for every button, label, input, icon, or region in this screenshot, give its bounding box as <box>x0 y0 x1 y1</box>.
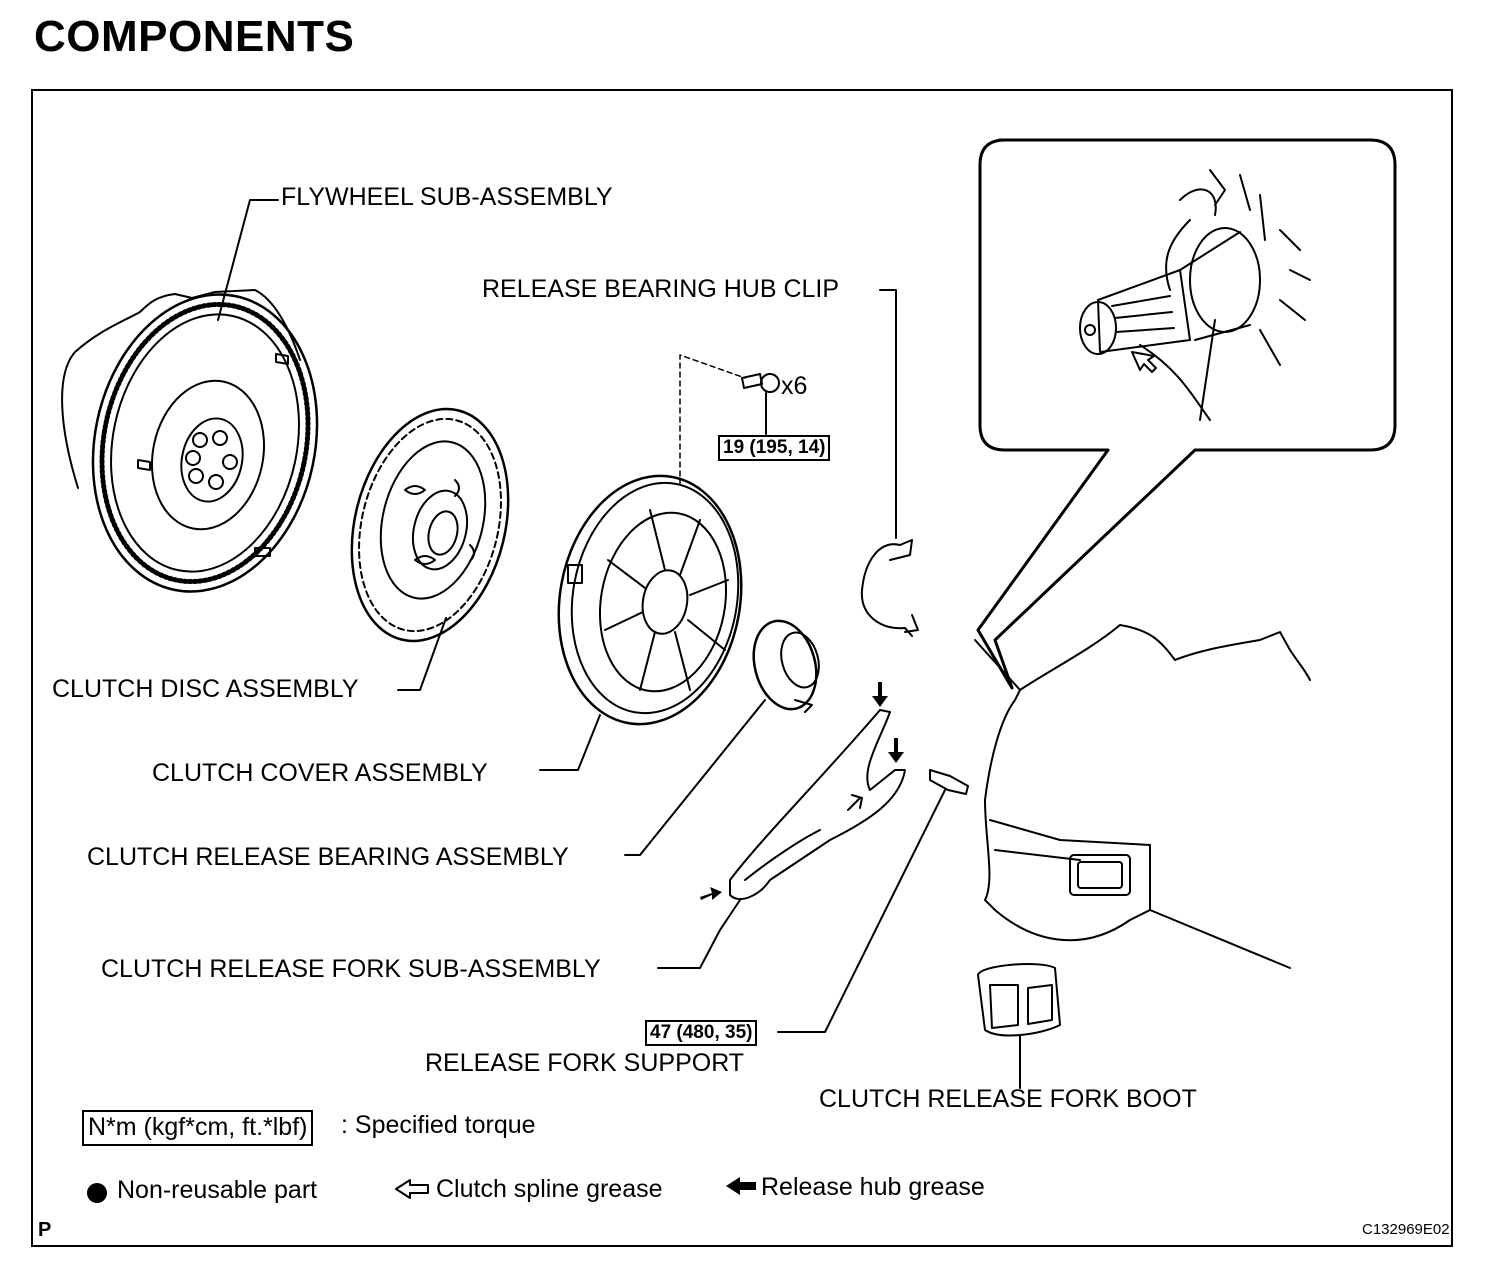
label-release-fork: CLUTCH RELEASE FORK SUB-ASSEMBLY <box>101 955 601 983</box>
torque-fork-support: 47 (480, 35) <box>645 1020 758 1046</box>
label-hub-clip: RELEASE BEARING HUB CLIP <box>482 275 840 303</box>
bolt-part <box>741 373 780 435</box>
fork-support-part <box>777 769 969 1033</box>
transmission-part <box>974 624 1311 969</box>
open-arrow-icon <box>395 1179 429 1199</box>
label-clutch-disc: CLUTCH DISC ASSEMBLY <box>52 675 359 703</box>
legend-torque-desc: : Specified torque <box>341 1111 536 1139</box>
legend-torque-box: N*m (kgf*cm, ft.*lbf) <box>82 1110 314 1146</box>
label-fork-support: RELEASE FORK SUPPORT <box>425 1049 745 1077</box>
label-clutch-cover: CLUTCH COVER ASSEMBLY <box>152 759 488 787</box>
flywheel-part <box>61 199 319 593</box>
legend-non-reusable: Non-reusable part <box>117 1176 318 1204</box>
corner-mark: P <box>38 1219 52 1241</box>
label-release-bearing: CLUTCH RELEASE BEARING ASSEMBLY <box>87 843 569 871</box>
legend-spline-grease: Clutch spline grease <box>436 1175 663 1203</box>
release-bearing-part <box>624 619 820 856</box>
clutch-cover-part <box>539 354 746 771</box>
bolt-quantity: x6 <box>781 372 808 400</box>
page-title: COMPONENTS <box>34 12 355 61</box>
spline-callout <box>976 138 1397 690</box>
non-reusable-icon <box>87 1183 107 1203</box>
torque-cover-bolts: 19 (195, 14) <box>718 435 831 461</box>
figure-code: C132969E02 <box>1362 1221 1450 1238</box>
filled-arrow-icon <box>726 1177 756 1195</box>
release-fork-part <box>657 709 906 969</box>
fork-boot-part <box>977 963 1061 1089</box>
hub-clip-part <box>860 289 919 637</box>
diagram-frame <box>31 89 1453 1247</box>
legend-hub-grease: Release hub grease <box>761 1173 985 1201</box>
label-fork-boot: CLUTCH RELEASE FORK BOOT <box>819 1085 1197 1113</box>
clutch-disc-part <box>350 407 510 691</box>
label-flywheel: FLYWHEEL SUB-ASSEMBLY <box>281 183 613 211</box>
